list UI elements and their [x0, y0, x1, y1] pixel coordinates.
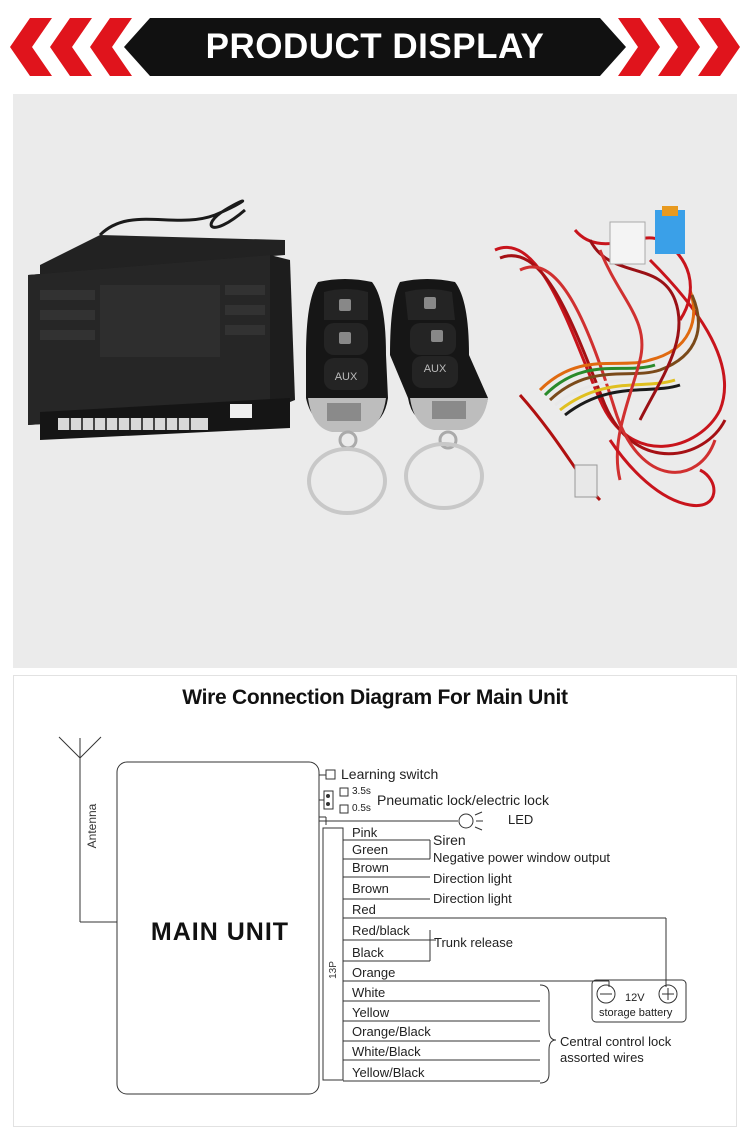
led-icon: [458, 811, 483, 831]
delay-35-label: 3.5s: [352, 786, 371, 797]
wire-function-label: Direction light: [433, 871, 512, 886]
harness-connector: [609, 221, 646, 265]
antenna-label: Antenna: [85, 803, 99, 848]
wire-function-label: Trunk release: [434, 935, 513, 950]
main-unit-box: [116, 761, 320, 1095]
wire-color-label: Orange: [352, 965, 396, 980]
battery-voltage: 12V: [625, 992, 645, 1004]
chevron-right-icon: [698, 18, 740, 76]
wire-function-label: Negative power window output: [433, 850, 611, 865]
wire-color-label: Black: [352, 945, 384, 960]
chevron-right-icon: [618, 18, 660, 76]
main-unit-label: MAIN UNIT: [150, 918, 290, 946]
wire-color-label: Green: [352, 842, 389, 857]
diagram-title: Wire Connection Diagram For Main Unit: [182, 686, 568, 709]
wire-color-label: Pink: [352, 825, 378, 840]
control-box: [28, 235, 295, 440]
fuse-holder: [655, 210, 685, 254]
product-photo-illustration: AUX AUX: [28, 199, 727, 515]
banner: [10, 18, 740, 76]
wire-color-label: Orange/Black: [352, 1024, 431, 1039]
remote-1-aux-label: AUX: [335, 371, 358, 383]
remote-fob-1: AUX: [306, 279, 388, 515]
wire-color-label: White/Black: [352, 1044, 421, 1059]
battery-label: storage battery: [599, 1007, 673, 1019]
wire-function-label: Siren: [433, 832, 466, 848]
chevron-left-icon: [90, 18, 132, 76]
banner-bar: [124, 18, 626, 76]
central-lock-label: assorted wires: [560, 1050, 644, 1065]
central-lock-label: Central control lock: [560, 1034, 672, 1049]
wire-color-label: Brown: [352, 881, 389, 896]
wire-color-label: Yellow/Black: [352, 1065, 425, 1080]
chevron-left-icon: [10, 18, 52, 76]
chevron-right-icon: [658, 18, 700, 76]
wire-color-label: White: [352, 985, 386, 1000]
learning-switch-label: Learning switch: [341, 766, 439, 782]
delay-05-label: 0.5s: [352, 803, 371, 814]
wire-diagram-panel: [13, 675, 737, 1127]
lock-type-label: Pneumatic lock/electric lock: [377, 792, 549, 808]
connector-label: 13P: [328, 961, 339, 979]
remote-2-aux-label: AUX: [424, 363, 447, 375]
wire-color-label: Red: [352, 902, 376, 917]
wire-function-label: Direction light: [433, 891, 512, 906]
remote-fob-2: AUX: [390, 279, 488, 510]
harness-connector: [574, 464, 598, 498]
chevron-left-icon: [50, 18, 92, 76]
battery-box: [591, 979, 687, 1023]
led-label: LED: [508, 812, 534, 827]
wire-color-label: Yellow: [352, 1005, 390, 1020]
wire-color-label: Brown: [352, 860, 389, 875]
banner-title: PRODUCT DISPLAY: [205, 27, 545, 66]
wire-color-label: Red/black: [352, 923, 410, 938]
